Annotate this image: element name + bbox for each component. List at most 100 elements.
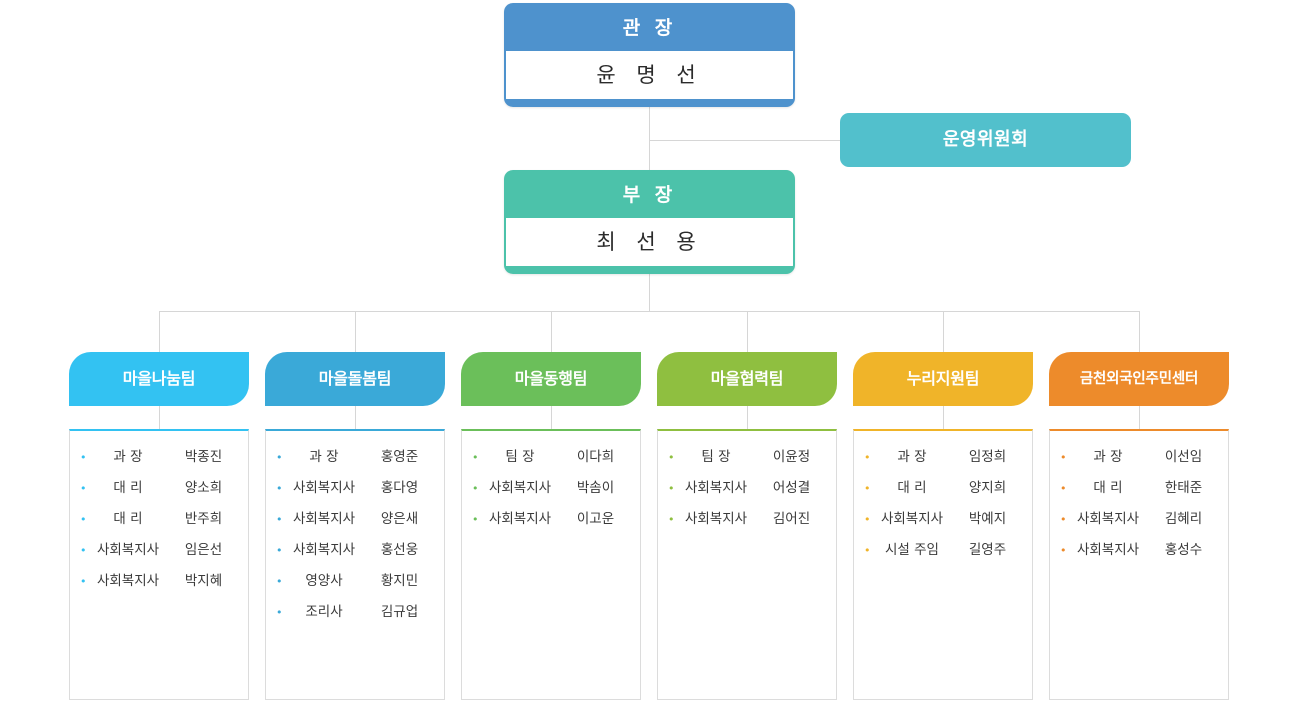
bullet-icon: • (472, 482, 479, 495)
connector-drop-team-4 (747, 311, 748, 352)
bullet-icon: • (668, 513, 675, 526)
member-role: 팀 장 (701, 449, 731, 465)
connector-drop-team-6 (1139, 311, 1140, 352)
member-role: 사회복지사 (488, 511, 552, 527)
connector-director-down (649, 107, 650, 170)
bullet-icon: • (276, 451, 283, 464)
member-name: 박예지 (968, 511, 1007, 527)
member-role: 사회복지사 (880, 511, 944, 527)
member-row: • 과 장 홍영준 (266, 445, 444, 465)
member-role: 사회복지사 (292, 511, 356, 527)
bullet-icon: • (1060, 544, 1067, 557)
member-role: 과 장 (1093, 449, 1123, 465)
member-name: 한태준 (1164, 480, 1203, 496)
member-role: 사회복지사 (684, 511, 748, 527)
bullet-icon: • (276, 482, 283, 495)
team-header-5[interactable]: 누리지원팀 (853, 352, 1033, 406)
bullet-icon: • (1060, 482, 1067, 495)
member-role: 대 리 (113, 480, 143, 496)
bullet-icon: • (864, 513, 871, 526)
bullet-icon: • (80, 575, 87, 588)
member-row: • 대 리 반주희 (70, 507, 248, 527)
member-role: 대 리 (113, 511, 143, 527)
bullet-icon: • (276, 606, 283, 619)
member-name: 홍영준 (380, 449, 419, 465)
bullet-icon: • (864, 544, 871, 557)
member-role: 사회복지사 (1076, 511, 1140, 527)
team-header-2[interactable]: 마을돌봄팀 (265, 352, 445, 406)
connector-committee-branch (649, 140, 840, 141)
member-row: • 사회복지사 박예지 (854, 507, 1032, 527)
member-role: 과 장 (897, 449, 927, 465)
member-role: 영양사 (305, 573, 343, 589)
bullet-icon: • (668, 451, 675, 464)
member-role: 사회복지사 (292, 542, 356, 558)
member-name: 길영주 (968, 542, 1007, 558)
director-title: 관 장 (506, 5, 793, 51)
member-name: 양소희 (184, 480, 223, 496)
member-name: 김혜리 (1164, 511, 1203, 527)
member-role: 사회복지사 (96, 573, 160, 589)
connector-drop-team-5 (943, 311, 944, 352)
member-name: 박종진 (184, 449, 223, 465)
bullet-icon: • (80, 482, 87, 495)
member-name: 어성결 (772, 480, 811, 496)
member-role: 시설 주임 (885, 542, 939, 558)
bullet-icon: • (276, 544, 283, 557)
bullet-icon: • (80, 513, 87, 526)
connector-drop-team-2 (355, 311, 356, 352)
member-name: 반주희 (184, 511, 223, 527)
team-header-4[interactable]: 마을협력팀 (657, 352, 837, 406)
member-row: • 대 리 한태준 (1050, 476, 1228, 496)
team-header-1[interactable]: 마을나눔팀 (69, 352, 249, 406)
member-role: 팀 장 (505, 449, 535, 465)
connector-team-5-body (943, 406, 944, 429)
member-row: • 사회복지사 홍성수 (1050, 538, 1228, 558)
manager-name: 최 선 용 (506, 218, 793, 266)
member-name: 홍성수 (1164, 542, 1203, 558)
bullet-icon: • (864, 482, 871, 495)
team-header-6[interactable]: 금천외국인주민센터 (1049, 352, 1229, 406)
node-operating-committee: 운영위원회 (840, 113, 1131, 167)
bullet-icon: • (472, 513, 479, 526)
member-role: 사회복지사 (1076, 542, 1140, 558)
member-name: 황지민 (380, 573, 419, 589)
member-role: 과 장 (309, 449, 339, 465)
member-role: 대 리 (1093, 480, 1123, 496)
connector-team-1-body (159, 406, 160, 429)
bullet-icon: • (276, 513, 283, 526)
bullet-icon: • (80, 451, 87, 464)
connector-drop-team-1 (159, 311, 160, 352)
member-row: • 시설 주임 길영주 (854, 538, 1032, 558)
team-header-3[interactable]: 마을동행팀 (461, 352, 641, 406)
member-role: 조리사 (305, 604, 343, 620)
director-name: 윤 명 선 (506, 51, 793, 99)
bullet-icon: • (472, 451, 479, 464)
